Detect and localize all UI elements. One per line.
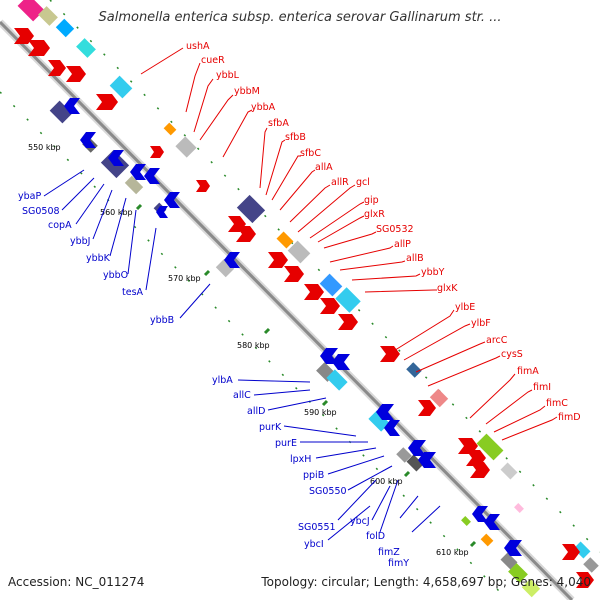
gene-label: ybbO xyxy=(103,270,128,281)
backbone-line xyxy=(0,20,574,600)
gene-label: allC xyxy=(233,390,251,401)
gene-label: allA xyxy=(315,162,333,173)
guide-track-outer xyxy=(49,0,600,553)
gene-label: ybbM xyxy=(234,86,260,97)
gene-label: ybbK xyxy=(86,253,111,264)
gene-label: fimZ xyxy=(378,547,400,558)
gene-label: ybbL xyxy=(216,70,240,81)
gene-label: sfbC xyxy=(300,148,321,159)
gene-label: SG0550 xyxy=(309,486,347,497)
gene-label: ybbB xyxy=(150,315,174,326)
kbp-label: 560 kbp xyxy=(100,208,133,217)
gene-label: sfbA xyxy=(268,118,289,129)
gene-label: fimC xyxy=(546,398,568,409)
gene-label: allR xyxy=(331,177,349,188)
gene-label: ybbA xyxy=(251,102,276,113)
gene-label: ylbE xyxy=(455,302,475,313)
forward-arrows xyxy=(14,28,594,588)
gene-label: fimY xyxy=(388,558,409,569)
kbp-label: 610 kbp xyxy=(436,548,469,557)
kbp-label: 600 kbp xyxy=(370,477,403,486)
gene-label: allD xyxy=(247,406,265,417)
gene-label: ybcI xyxy=(304,539,324,550)
kbp-label: 550 kbp xyxy=(28,143,61,152)
map-title: Salmonella enterica subsp. enterica sero… xyxy=(98,10,502,25)
gene-label: SG0532 xyxy=(376,224,414,235)
kbp-label: 570 kbp xyxy=(168,274,201,283)
gene-label: copA xyxy=(48,220,72,231)
gene-label: glxR xyxy=(364,209,385,220)
gene-label: ppiB xyxy=(303,470,324,481)
gene-label: cysS xyxy=(501,349,523,360)
kbp-label: 590 kbp xyxy=(304,408,337,417)
summary-text: Topology: circular; Length: 4,658,697 bp… xyxy=(261,575,591,589)
gene-label: ybaP xyxy=(18,191,41,202)
gene-label: fimD xyxy=(558,412,581,423)
gene-label: purE xyxy=(275,438,297,449)
gene-label: ybcJ xyxy=(350,516,370,527)
reverse-labels: ybaP SG0508 copA ybbJ ybbK ybbO tesA ybb… xyxy=(18,169,441,569)
gene-label: tesA xyxy=(122,287,144,298)
gene-label: SG0551 xyxy=(298,522,336,533)
kbp-label: 580 kbp xyxy=(237,341,270,350)
gene-label: fimI xyxy=(533,382,551,393)
features-reverse xyxy=(49,100,541,598)
gene-label: arcC xyxy=(486,335,508,346)
gene-label: glxK xyxy=(437,283,458,294)
gene-label: ylbF xyxy=(471,318,491,329)
gene-label: gcl xyxy=(356,177,370,188)
accession-text: Accession: NC_011274 xyxy=(8,575,145,589)
gene-label: gip xyxy=(364,195,379,206)
gene-label: cueR xyxy=(201,55,225,66)
gene-label: ybbJ xyxy=(70,236,90,247)
forward-labels: ushA cueR ybbL ybbM ybbA sfbA sfbB sfbC … xyxy=(140,41,581,441)
reverse-arrows xyxy=(64,98,522,556)
gene-label: purK xyxy=(259,422,282,433)
gene-label: sfbB xyxy=(285,132,306,143)
gene-label: ybbY xyxy=(421,267,445,278)
gene-label: allP xyxy=(394,239,411,250)
features-forward xyxy=(17,0,599,573)
gene-label: lpxH xyxy=(290,454,311,465)
gene-label: ushA xyxy=(186,41,210,52)
gene-label: SG0508 xyxy=(22,206,60,217)
gene-label: fimA xyxy=(517,366,539,377)
kbp-labels: 550 kbp 560 kbp 570 kbp 580 kbp 590 kbp … xyxy=(28,143,469,557)
gene-label: ylbA xyxy=(212,375,233,386)
gene-label: folD xyxy=(366,531,385,542)
gene-label: allB xyxy=(406,253,424,264)
kbp-ticks xyxy=(84,137,477,548)
